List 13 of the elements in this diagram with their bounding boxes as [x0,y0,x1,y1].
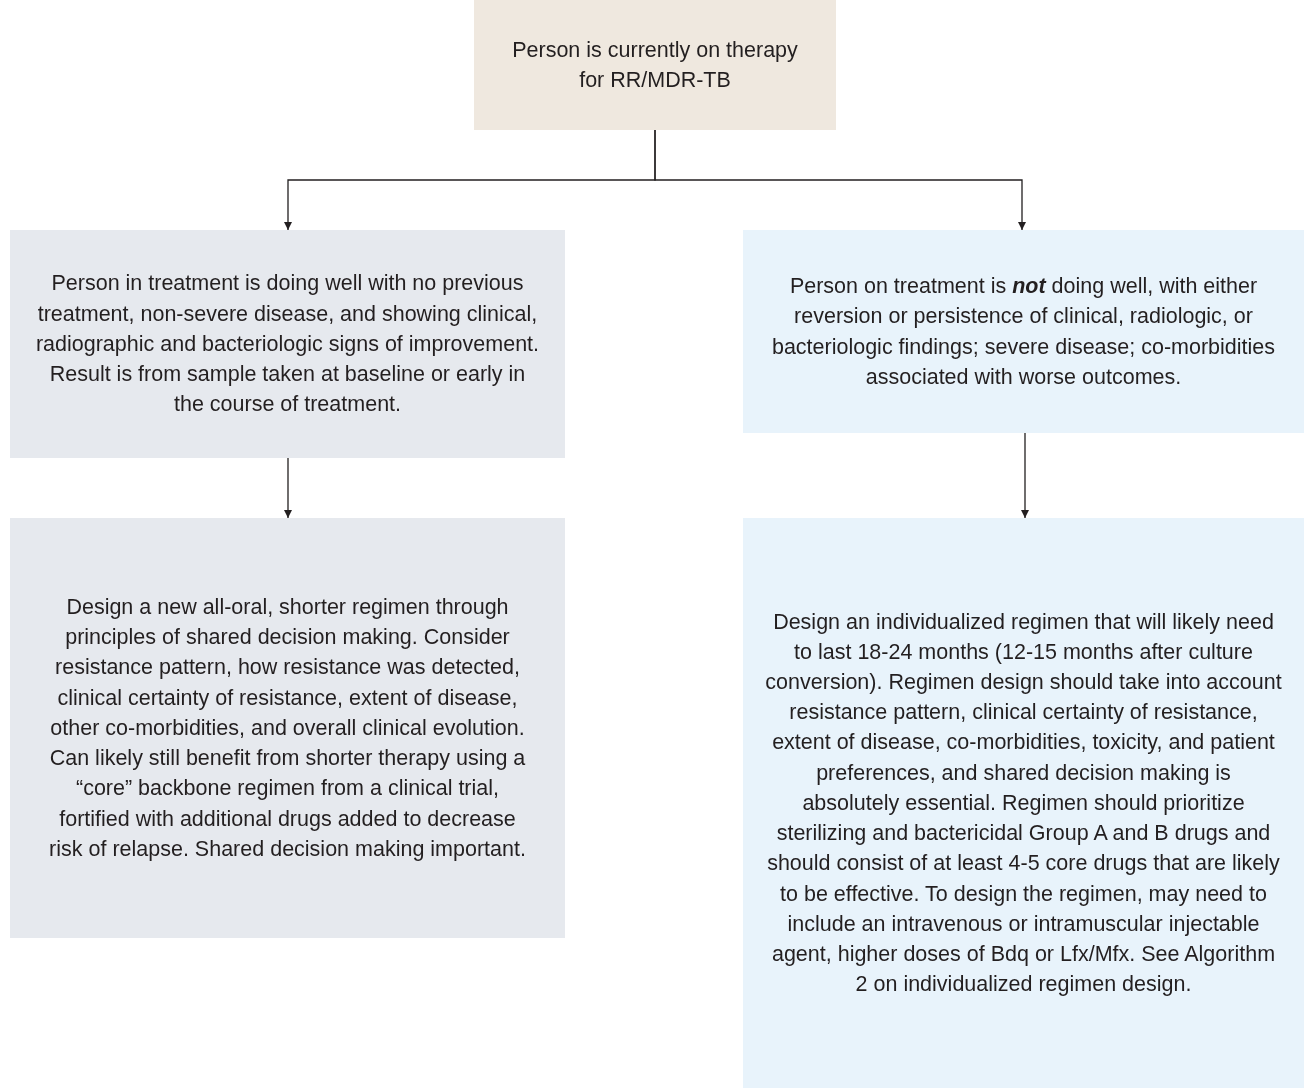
arrow [284,457,292,519]
process-box [743,518,1304,1088]
box-text: Person is currently on therapy for RR/MDR-TB [511,36,799,94]
process-box [10,230,565,458]
box-text: Design a new all-oral, shorter regimen through principles of shared decision making. Consider resistance pattern, how resistance was detected, clinical certainty of resistance, extent of disease, other co-morbidities, and overall clinical evolution. Can likely still benefit from shorter therapy using a “core” backbone regimen from a clinical trial, fortified with additional drugs added to decrease risk of relapse. Shared decision making important. [48,594,527,863]
box-text: Design an individualized regimen that will likely need to last 18-24 months (12-15 months after culture conversion). Regimen design should take into account resistance pattern, clinical certainty of resistance, extent of disease, co-morbidities, toxicity, and patient preferences, and shared decision making is absolutely essential. Regimen should prioritize sterilizing and bactericidal Group A and B drugs and should consist of at least 4-5 core drugs that are likely to be effective. To design the regimen, may need to include an intravenous or intramuscular injectable agent, higher doses of Bdq or Lfx/Mfx. See Algorithm 2 on individualized regimen design. [765,608,1282,999]
arrow [1021,432,1029,519]
start-box [474,0,836,130]
arrow [654,129,1026,231]
box-text: Person in treatment is doing well with no previous treatment, non-severe disease, and showing clinical, radiographic and bacteriologic signs of improvement. Result is from sample taken at baseline or early in the course of treatment. [34,270,541,419]
process-box [10,518,565,938]
process-box [743,230,1304,433]
box-text: Person on treatment is not doing well, with either reversion or persistence of clinical, radiologic, or bacteriologic findings; severe disease; co-morbidities associated with worse outcomes. [770,273,1277,391]
